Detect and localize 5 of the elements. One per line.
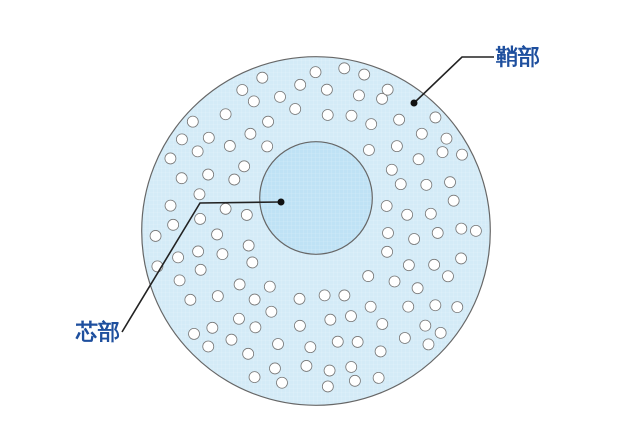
leader-line — [410, 56, 494, 106]
core-circle — [259, 141, 373, 255]
part-label: 芯部 — [76, 318, 120, 346]
part-label: 鞘部 — [496, 43, 540, 71]
leader-line — [121, 198, 284, 332]
